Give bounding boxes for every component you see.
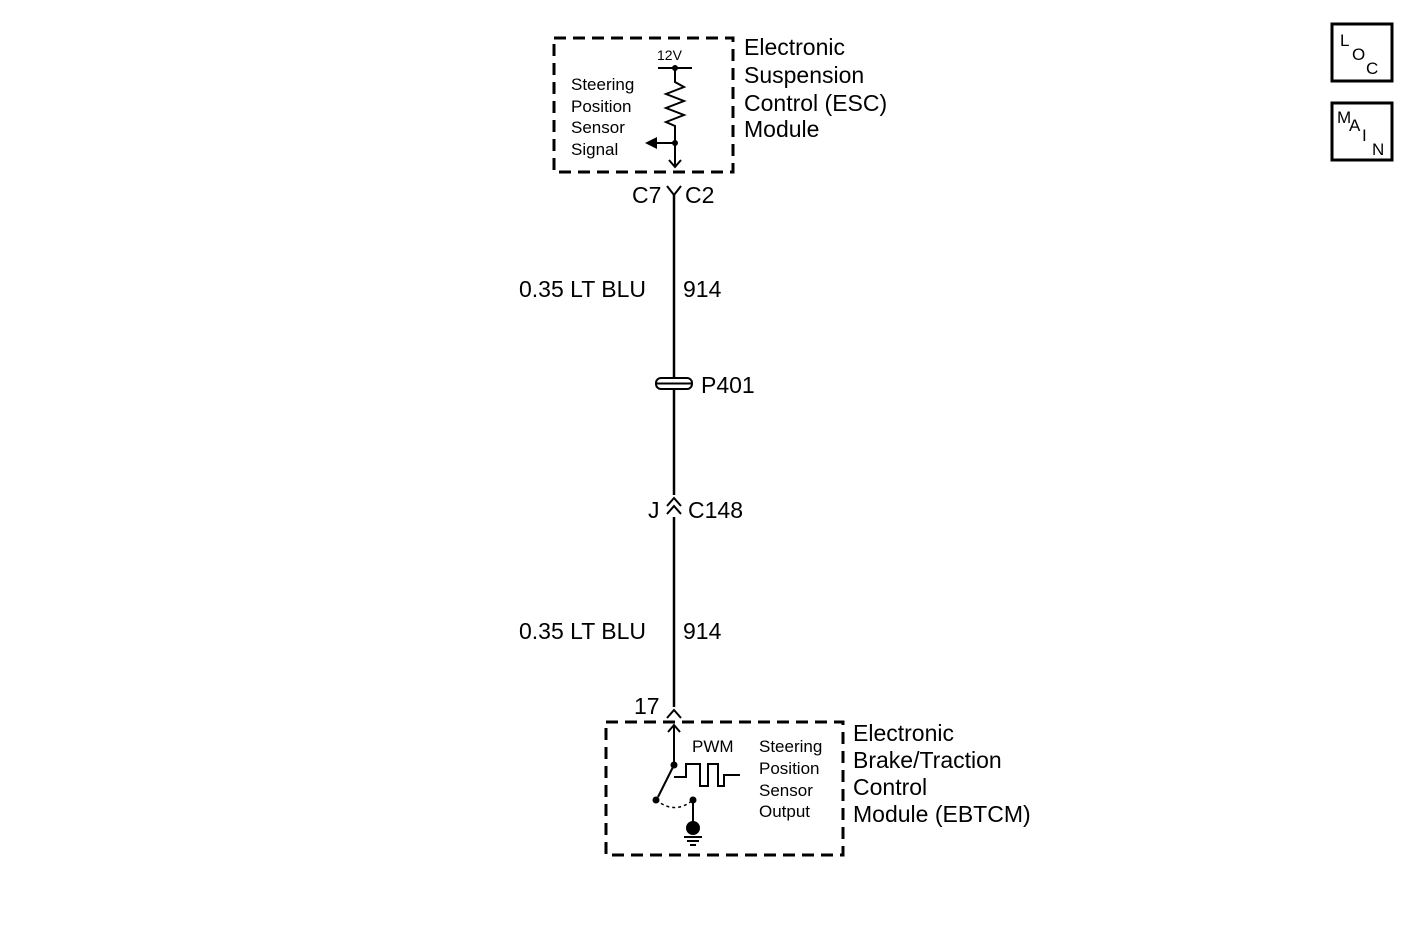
loc-letter-o: O [1352, 45, 1365, 64]
esc-voltage-label: 12V [657, 47, 683, 63]
esc-signal-arrow-icon [645, 137, 657, 149]
esc-module-boundary [552, 36, 735, 174]
ebtcm-switch-actuator [655, 799, 694, 809]
ground-icon [686, 821, 700, 835]
main-button[interactable]: M A I N [1330, 101, 1394, 162]
connector-c2-symbol [666, 185, 682, 197]
main-letter-n: N [1372, 140, 1384, 159]
splice-pack-p401: P401 [655, 372, 755, 398]
esc-signal-label: Steering Position Sensor Signal [571, 75, 639, 159]
inline-connector-label: C148 [688, 497, 743, 523]
main-letter-a: A [1349, 116, 1361, 135]
wire-lower-circuit: 914 [683, 618, 722, 644]
ebtcm-arrow-icon [667, 723, 681, 733]
esc-pin-arrow-icon [668, 159, 682, 169]
connector-c7-label: C7 [632, 182, 661, 208]
pin-17-symbol [666, 708, 682, 719]
pullup-resistor [663, 68, 687, 166]
pwm-waveform-icon [674, 763, 740, 787]
pwm-label: PWM [692, 737, 734, 756]
splice-p401-label: P401 [701, 372, 755, 398]
main-letter-m: M [1337, 108, 1351, 127]
connector-c7-c2: C7 C2 [632, 182, 714, 208]
loc-letter-l: L [1340, 31, 1349, 50]
ebtcm-output-label: Steering Position Sensor Output [759, 737, 827, 821]
ebtcm-module: PWM Steering Position Sensor Output Elec… [604, 720, 1031, 857]
pin-17-label: 17 [634, 693, 660, 719]
ebtcm-module-boundary [604, 720, 845, 857]
inline-connector-lower-chevron [666, 504, 682, 515]
loc-letter-c: C [1366, 59, 1378, 78]
esc-module: 12V Steering Position Sensor Signal Elec… [552, 34, 894, 174]
wire-upper-circuit: 914 [683, 276, 722, 302]
wire-upper-gauge-color: 0.35 LT BLU [519, 276, 646, 302]
loc-button[interactable]: L O C [1330, 22, 1394, 83]
wire-lower-gauge-color: 0.35 LT BLU [519, 618, 646, 644]
ebtcm-module-name: Electronic Brake/Traction Control Module… [853, 720, 1031, 827]
wire-upper-label: 0.35 LT BLU 914 [519, 276, 722, 302]
inline-connector-c148: J C148 [648, 495, 743, 523]
inline-connector-upper-chevron [666, 496, 682, 507]
wire-lower-label: 0.35 LT BLU 914 [519, 618, 722, 644]
ebtcm-pin-17: 17 [634, 693, 682, 721]
main-letter-i: I [1362, 126, 1367, 145]
inline-connector-pin-label: J [648, 497, 660, 523]
connector-c2-label: C2 [685, 182, 714, 208]
ebtcm-switch-blade [657, 764, 675, 798]
esc-module-name: Electronic Suspension Control (ESC) Modu… [744, 34, 894, 142]
pin-17-gap [668, 707, 680, 721]
